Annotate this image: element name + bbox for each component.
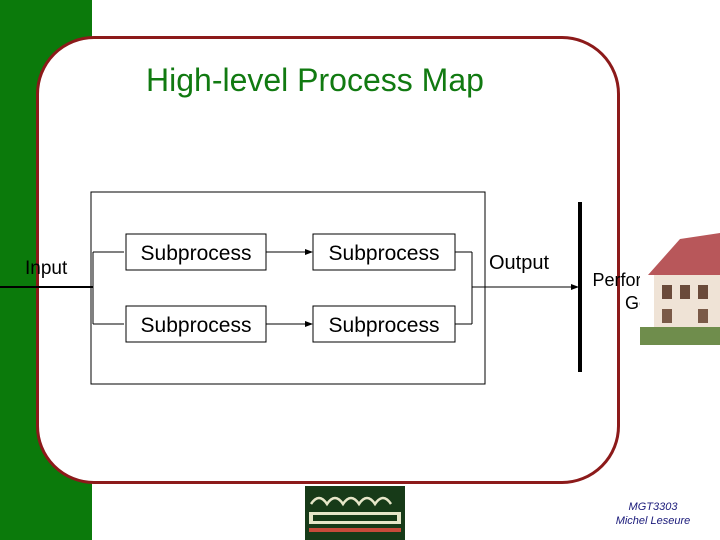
subprocess-label-1: Subprocess: [141, 242, 252, 265]
footer-course: MGT3303: [628, 501, 678, 513]
arrowhead-sub3-sub4: [305, 321, 313, 327]
arrowhead-sub1-sub2: [305, 249, 313, 255]
campus-photo: [640, 215, 720, 345]
subprocess-label-2: Subprocess: [329, 242, 440, 265]
process-boundary-box: [90, 191, 486, 385]
university-logo-graphic: [305, 486, 405, 540]
input-label: Input: [25, 258, 68, 279]
performance-goal-bar: [578, 202, 582, 372]
footer-author: Michel Leseure: [615, 515, 691, 527]
output-arrowhead: [571, 284, 579, 290]
subprocess-box-1: [125, 233, 267, 271]
campus-photo-graphic: [640, 215, 720, 345]
subprocess-label-4: Subprocess: [329, 314, 440, 337]
subprocess-box-3: [125, 305, 267, 343]
slide-title: High-level Process Map: [146, 62, 484, 98]
footer-credit: MGT3303 Michel Leseure: [598, 500, 708, 528]
subprocess-label-3: Subprocess: [141, 314, 252, 337]
university-logo: [305, 486, 405, 540]
output-label: Output: [489, 252, 549, 274]
